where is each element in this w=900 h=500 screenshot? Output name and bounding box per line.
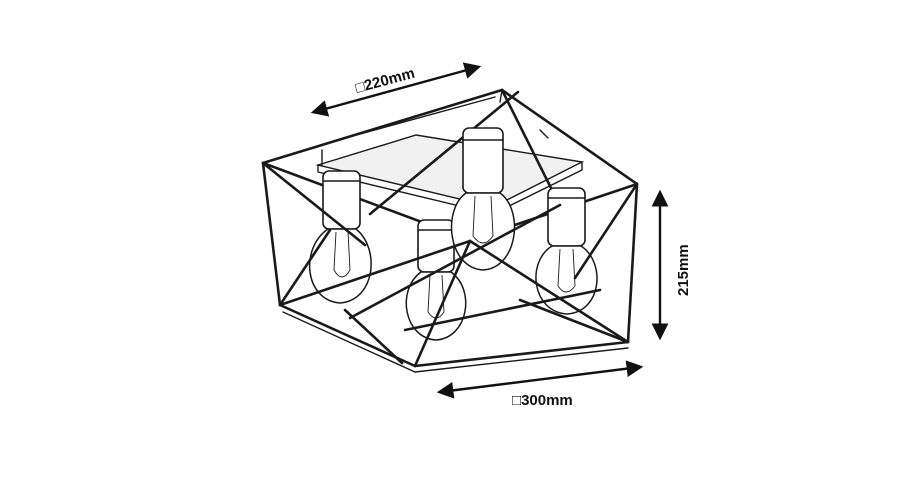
height-label: 215mm <box>675 244 692 296</box>
bulb-right <box>535 245 598 315</box>
bulb-center-back <box>450 192 516 271</box>
bottom-width-label: □300mm <box>512 392 573 409</box>
socket-right <box>547 187 586 247</box>
socket-center-back <box>462 127 504 194</box>
ceiling-plate <box>315 134 585 215</box>
dimension-bottom-width: □300mm <box>436 360 644 409</box>
bulb-left <box>308 228 372 304</box>
socket-left <box>322 170 361 230</box>
dimension-height: 215mm <box>651 189 692 341</box>
light-bulbs <box>308 192 598 341</box>
